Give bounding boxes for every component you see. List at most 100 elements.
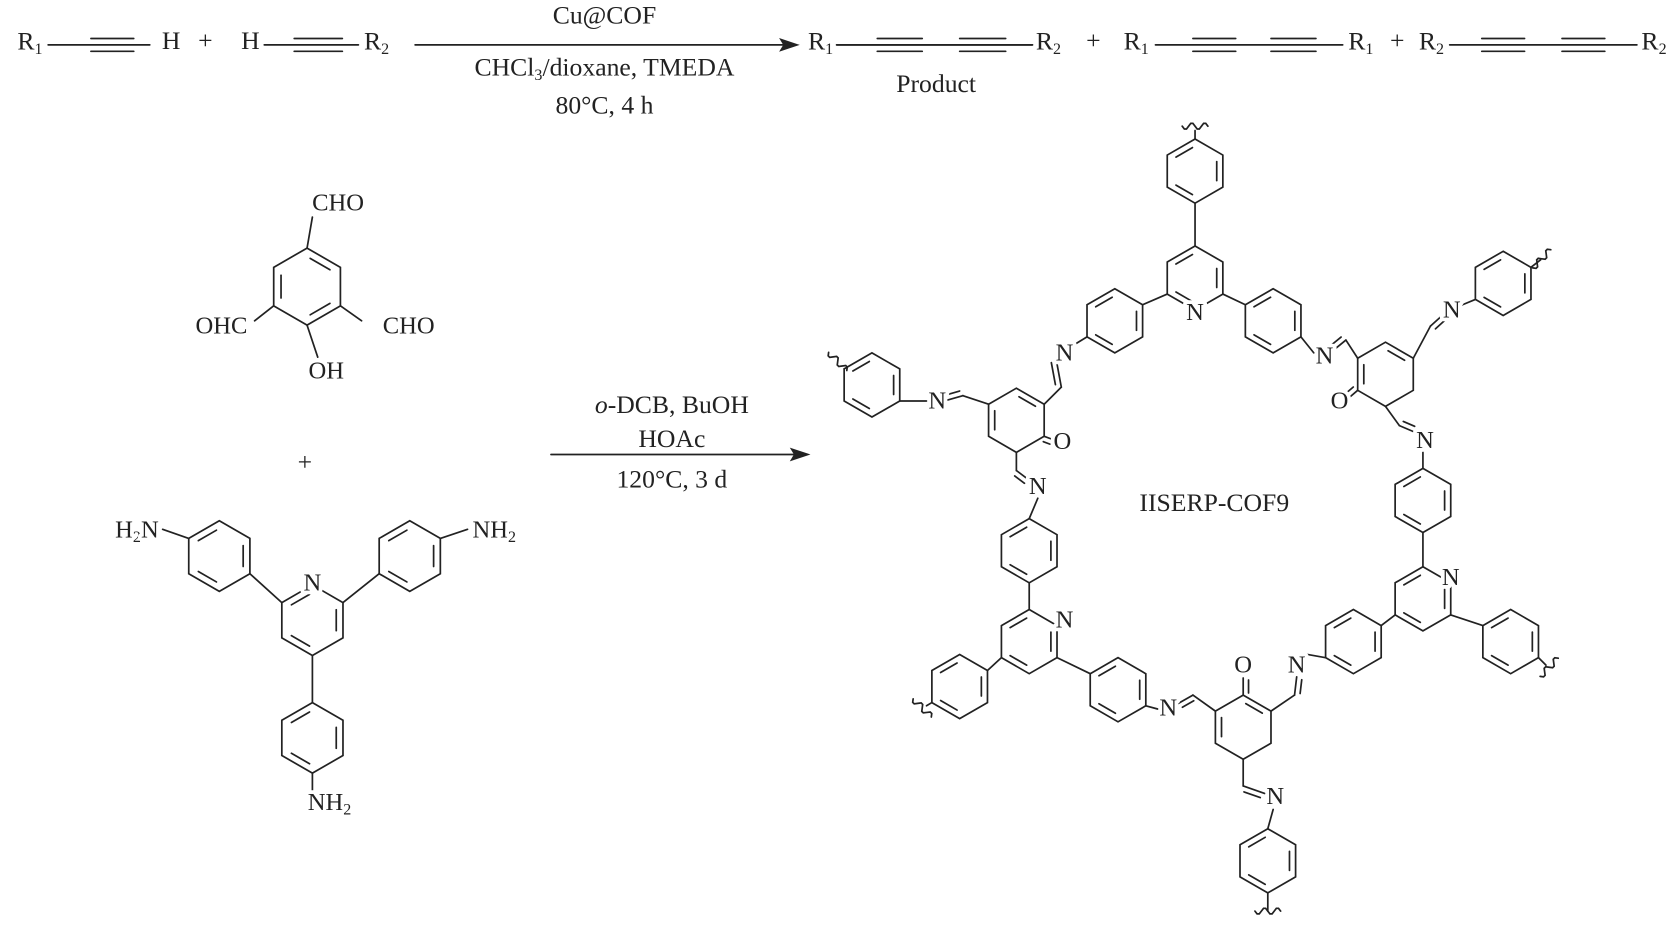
ring-double-bond xyxy=(197,570,218,583)
benzene-ring xyxy=(1324,608,1383,675)
double-bond-line xyxy=(1346,386,1355,393)
pyridine-n: N xyxy=(304,569,322,596)
wavy-bond-icon xyxy=(1254,907,1282,915)
wavy-bond-icon xyxy=(911,697,933,718)
atom-n: N xyxy=(1159,694,1177,721)
atom-n: N xyxy=(1056,339,1074,366)
bond xyxy=(439,528,469,540)
atom-n: N xyxy=(1186,299,1204,326)
side1-r1-left: R1 xyxy=(1124,26,1149,58)
bond xyxy=(1349,389,1359,398)
bond xyxy=(1242,785,1266,795)
ring-double-bond xyxy=(1094,296,1114,308)
bond xyxy=(1461,298,1477,306)
atom-n: N xyxy=(1442,564,1460,591)
ring-double-bond xyxy=(1098,665,1117,677)
benzene-ring xyxy=(1474,250,1532,317)
bond xyxy=(1144,704,1159,710)
side2-r2-left: R2 xyxy=(1419,26,1444,58)
conditions-temp-time: 120°C, 3 d xyxy=(616,465,727,494)
bond xyxy=(1028,497,1039,520)
ring-double-bond xyxy=(1009,617,1028,629)
bond xyxy=(947,394,964,401)
double-bond-line xyxy=(1243,791,1262,799)
reactant1-h: H xyxy=(162,26,181,55)
atom-o: O xyxy=(1331,388,1349,415)
aldehyde-oh: OH xyxy=(309,358,345,385)
catalyst-label: Cu@COF xyxy=(553,0,657,29)
plus-sign: + xyxy=(198,26,212,55)
benzene-ring xyxy=(280,701,344,775)
double-bond-line xyxy=(1181,699,1195,709)
ring-double-bond xyxy=(1244,702,1264,715)
ring-double-bond xyxy=(1490,654,1509,666)
ring-double-bond xyxy=(1009,563,1028,576)
bond xyxy=(1141,293,1169,306)
benzene-ring xyxy=(931,653,989,720)
reactant2-r2: R2 xyxy=(364,26,389,58)
bond xyxy=(1056,656,1092,675)
ring-double-bond xyxy=(1175,146,1194,158)
bond xyxy=(1043,435,1054,441)
bond xyxy=(1306,653,1327,659)
ring-double-bond xyxy=(1009,526,1028,538)
ring-double-bond xyxy=(290,752,311,765)
ring-double-bond xyxy=(852,398,871,410)
atom-n: N xyxy=(928,388,946,415)
ring-double-bond xyxy=(1175,291,1194,303)
ring-double-bond xyxy=(290,634,311,647)
double-bond-line xyxy=(1402,420,1416,428)
bond xyxy=(1043,386,1063,406)
bond-layer xyxy=(47,37,1638,915)
bond xyxy=(1270,694,1296,712)
atom-n: N xyxy=(1266,783,1284,810)
wavy-bond-icon xyxy=(1181,122,1209,130)
double-bond-line xyxy=(1042,440,1051,445)
benzene-ring xyxy=(1166,138,1224,205)
conditions-solvent: o-DCB, BuOH xyxy=(595,390,749,419)
ring-double-bond xyxy=(1402,476,1422,488)
ring-double-bond xyxy=(1253,296,1272,308)
atom-n: N xyxy=(1288,652,1306,679)
bond xyxy=(306,324,319,359)
double-bond-line xyxy=(1013,475,1026,485)
bond xyxy=(1221,293,1247,306)
cof-name: IISERP-COF9 xyxy=(1139,488,1289,517)
bond xyxy=(1384,405,1401,427)
wavy-bond-icon xyxy=(827,351,849,372)
ring-double-bond xyxy=(1402,513,1422,525)
ring-double-bond xyxy=(290,711,311,724)
conditions-label: 80°C, 4 h xyxy=(555,90,653,119)
plus-sign: + xyxy=(1086,26,1100,55)
benzene-ring xyxy=(1089,656,1147,723)
wavy-bond-icon xyxy=(1531,248,1552,270)
bond xyxy=(986,656,1003,672)
benzene-ring xyxy=(1000,517,1058,584)
pyridine-ring xyxy=(1166,244,1224,312)
cyclohexadienone-ring xyxy=(987,387,1046,454)
solvent-label: CHCl3/dioxane, TMEDA xyxy=(475,52,735,84)
bond xyxy=(1192,694,1217,712)
bond xyxy=(1055,357,1063,388)
ring-double-bond xyxy=(1387,349,1406,362)
arrow-head-icon xyxy=(779,38,800,52)
double-bond-line xyxy=(1331,336,1342,346)
reactant2-h: H xyxy=(241,26,260,55)
double-bond-line xyxy=(1050,361,1057,386)
aldehyde-ohc-left: OHC xyxy=(195,313,247,340)
cyclohexadienone-ring xyxy=(1214,694,1272,761)
ring-double-bond xyxy=(1483,296,1502,308)
reaction-2: CHO OHC CHO OH + H2N NH2 NH2 N o-DCB, Bu… xyxy=(111,186,1289,822)
benzene-ring xyxy=(843,351,901,419)
benzene-ring xyxy=(378,519,442,593)
bond xyxy=(339,304,363,322)
ring-double-bond xyxy=(939,662,958,674)
bond xyxy=(253,304,275,322)
ring-double-bond xyxy=(1009,654,1028,666)
amine-nh2-right: NH2 xyxy=(473,516,517,545)
bond xyxy=(962,394,990,406)
cyclohexadienone-ring xyxy=(1356,341,1415,408)
atom-n: N xyxy=(1416,427,1434,454)
ring-double-bond xyxy=(387,529,408,542)
ring-double-bond xyxy=(939,699,958,711)
